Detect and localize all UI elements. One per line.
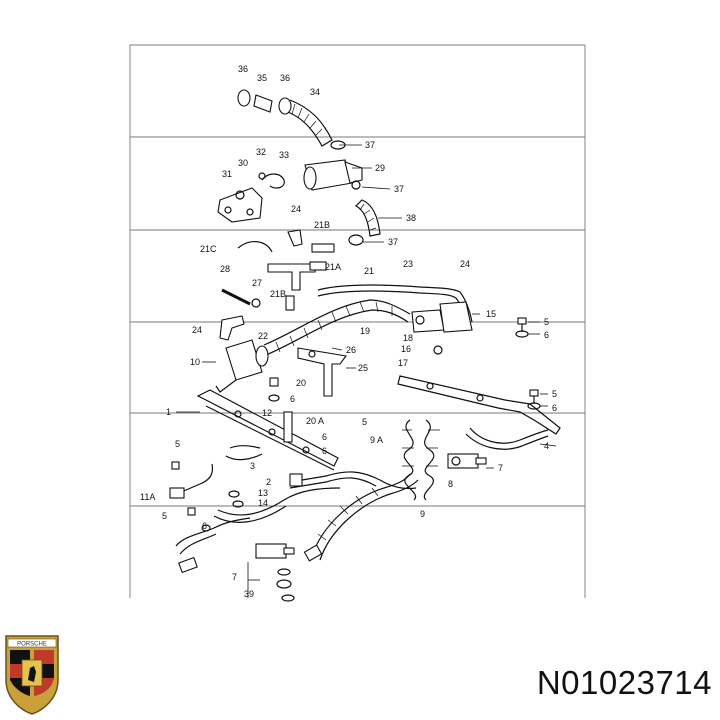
callout-label: 37 — [394, 184, 404, 194]
callout-label: 6 — [322, 446, 327, 456]
callout-label: 6 — [322, 432, 327, 442]
callout-label: 5 — [175, 439, 180, 449]
callout-label: 6 — [202, 521, 207, 531]
callout-label: 31 — [222, 169, 232, 179]
fuel-injector-lower — [255, 543, 295, 602]
callout-label: 15 — [486, 309, 496, 319]
callout-label: 39 — [244, 589, 254, 599]
callout-label: 11A — [140, 492, 155, 502]
callout-label: 22 — [258, 331, 268, 341]
callout-label: 14 — [258, 498, 268, 508]
bolt-washer-set — [515, 317, 541, 410]
callout-label: 21B — [270, 289, 286, 299]
callout-label: 25 — [358, 363, 368, 373]
pressure-regulator — [411, 301, 473, 355]
callout-label: 21A — [325, 262, 341, 272]
crest-wordmark: PORSCHE — [17, 642, 47, 648]
callout-label: 21 — [364, 266, 374, 276]
callout-label: 20 — [296, 378, 306, 388]
callout-label: 3 — [250, 461, 255, 471]
callout-label: 37 — [388, 237, 398, 247]
callout-label: 10 — [190, 357, 200, 367]
callout-label: 5 — [552, 389, 557, 399]
callout-label: 6 — [552, 403, 557, 413]
callout-label: 17 — [398, 358, 408, 368]
callout-label: 29 — [375, 163, 385, 173]
part-number-label: N01023714 — [536, 664, 712, 701]
callout-label: 38 — [406, 213, 416, 223]
callout-label: 27 — [252, 278, 262, 288]
callout-label: 34 — [310, 87, 320, 97]
air-hose-assembly — [237, 89, 346, 150]
callout-label: 36 — [238, 64, 248, 74]
fuel-injector — [447, 453, 487, 469]
callout-label: 2 — [266, 477, 271, 487]
valve-bracket — [217, 172, 285, 223]
callout-label: 12 — [262, 408, 272, 418]
callout-label: 6 — [290, 394, 295, 404]
callout-labels: 36 35 36 34 37 32 33 30 29 31 37 24 21B … — [140, 64, 557, 599]
callout-label: 6 — [544, 330, 549, 340]
callout-label: 32 — [256, 147, 266, 157]
callout-label: 21B — [314, 220, 330, 230]
callout-label: 20 A — [306, 416, 324, 426]
callout-label: 28 — [220, 264, 230, 274]
callout-label: 36 — [280, 73, 290, 83]
callout-label: 33 — [279, 150, 289, 160]
leader-lines — [176, 144, 557, 598]
hose-fittings-row — [221, 229, 335, 311]
callout-label: 7 — [498, 463, 503, 473]
callout-label: 18 — [403, 333, 413, 343]
callout-label: 9 A — [370, 435, 383, 445]
auxiliary-air-valve — [303, 159, 363, 191]
porsche-crest-icon: PORSCHE — [5, 635, 59, 715]
callout-label: 26 — [346, 345, 356, 355]
small-hose — [348, 199, 381, 246]
callout-label: 5 — [544, 317, 549, 327]
callout-label: 16 — [401, 344, 411, 354]
callout-label: 37 — [365, 140, 375, 150]
return-line — [169, 445, 263, 574]
fuel-hose — [219, 299, 411, 356]
callout-label: 19 — [360, 326, 370, 336]
callout-label: 4 — [544, 441, 549, 451]
fuel-accumulator — [215, 339, 269, 393]
line-bracket — [268, 347, 347, 402]
lower-fuel-hose — [303, 473, 419, 562]
callout-label: 7 — [232, 572, 237, 582]
callout-label: 30 — [238, 158, 248, 168]
fuel-rail-right — [397, 375, 561, 450]
callout-label: 5 — [162, 511, 167, 521]
callout-label: 13 — [258, 488, 268, 498]
callout-label: 23 — [403, 259, 413, 269]
callout-label: 24 — [291, 204, 301, 214]
feed-line — [213, 471, 417, 523]
callout-label: 1 — [166, 407, 171, 417]
small-bolts — [171, 461, 303, 532]
callout-label: 8 — [448, 479, 453, 489]
callout-label: 24 — [192, 325, 202, 335]
fuel-rail-left — [196, 389, 339, 471]
callout-label: 24 — [460, 259, 470, 269]
callout-label: 9 — [420, 509, 425, 519]
callout-label: 5 — [362, 417, 367, 427]
callout-label: 35 — [257, 73, 267, 83]
callout-label: 21C — [200, 244, 217, 254]
